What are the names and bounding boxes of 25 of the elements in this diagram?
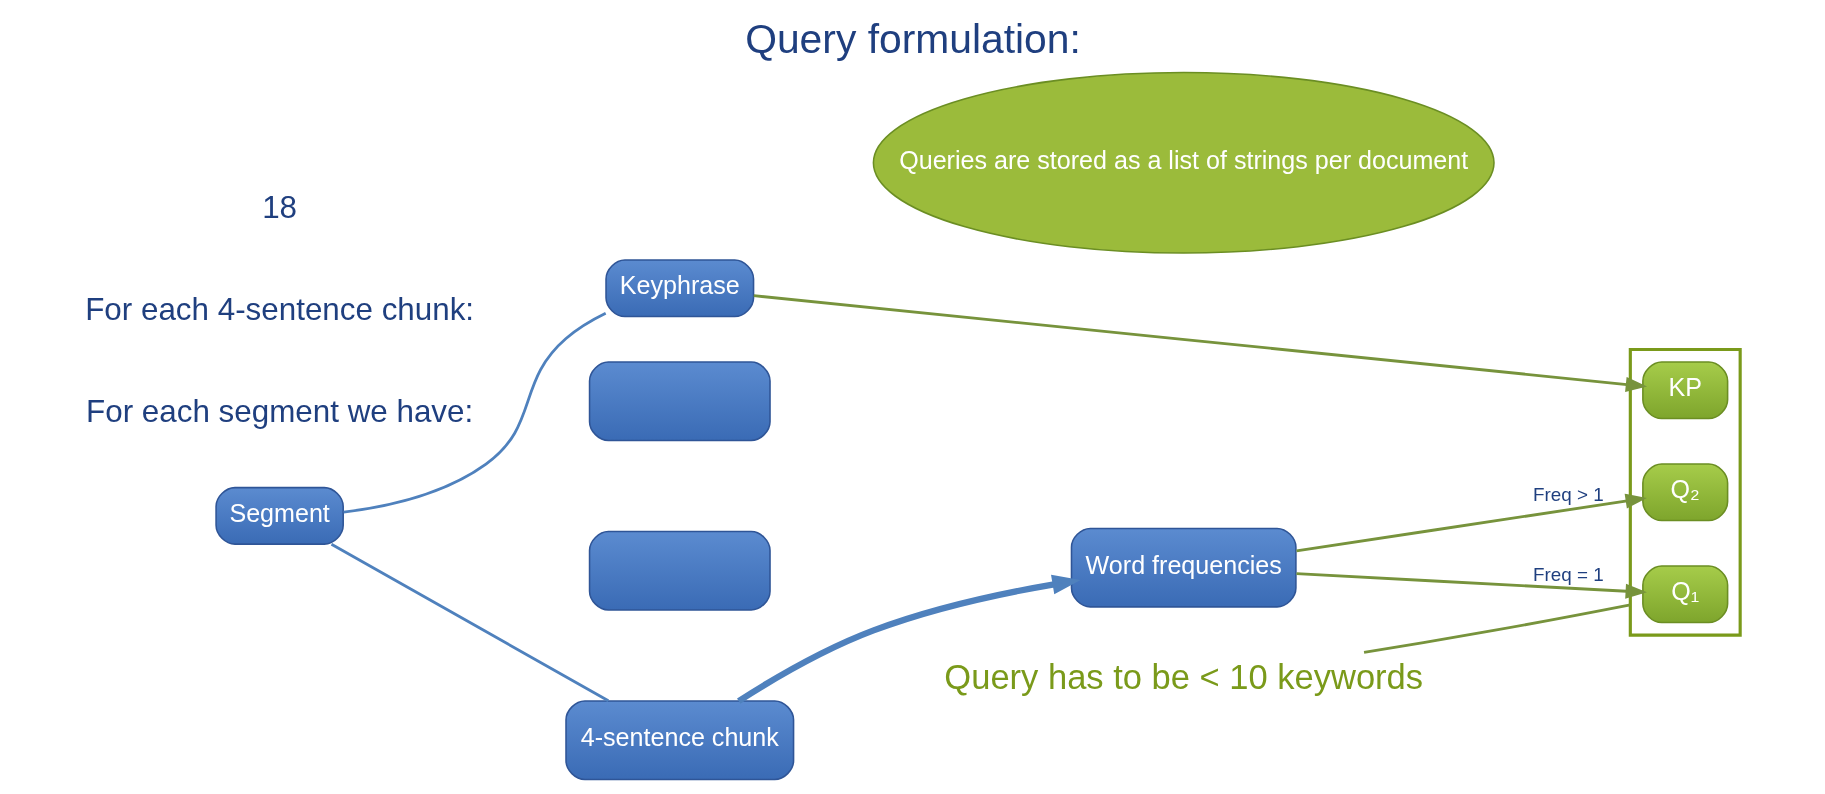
label: For each 4-sentence chunk: xyxy=(84,291,474,327)
connector xyxy=(342,312,606,514)
edge-label: Freq = 1 xyxy=(1532,564,1604,586)
arrow xyxy=(736,574,1081,704)
arrow xyxy=(1295,493,1647,553)
label: For each segment we have: xyxy=(85,393,473,429)
node-ellipse: Queries are stored as a list of strings per document xyxy=(872,71,1495,254)
arrow xyxy=(1295,572,1647,599)
label: 18 xyxy=(261,189,297,225)
diagram-title: Query formulation: xyxy=(744,16,1081,63)
node-box: Keyphrase xyxy=(604,259,754,318)
connector xyxy=(330,543,609,702)
connector xyxy=(1363,603,1631,654)
node-box: Q₁ xyxy=(1641,565,1728,624)
cluster xyxy=(1628,347,1742,637)
node-box: KP xyxy=(1641,361,1728,420)
node-box xyxy=(588,361,771,442)
node-box: Word frequencies xyxy=(1070,527,1297,608)
node-box: 4-sentence chunk xyxy=(564,700,794,781)
node-box: Segment xyxy=(214,486,344,545)
node-box: Q₂ xyxy=(1641,463,1728,522)
node-text: Query has to be < 10 keywords xyxy=(943,658,1423,697)
edge-label: Freq > 1 xyxy=(1532,484,1604,506)
arrow xyxy=(753,294,1647,392)
node-box xyxy=(588,530,771,611)
